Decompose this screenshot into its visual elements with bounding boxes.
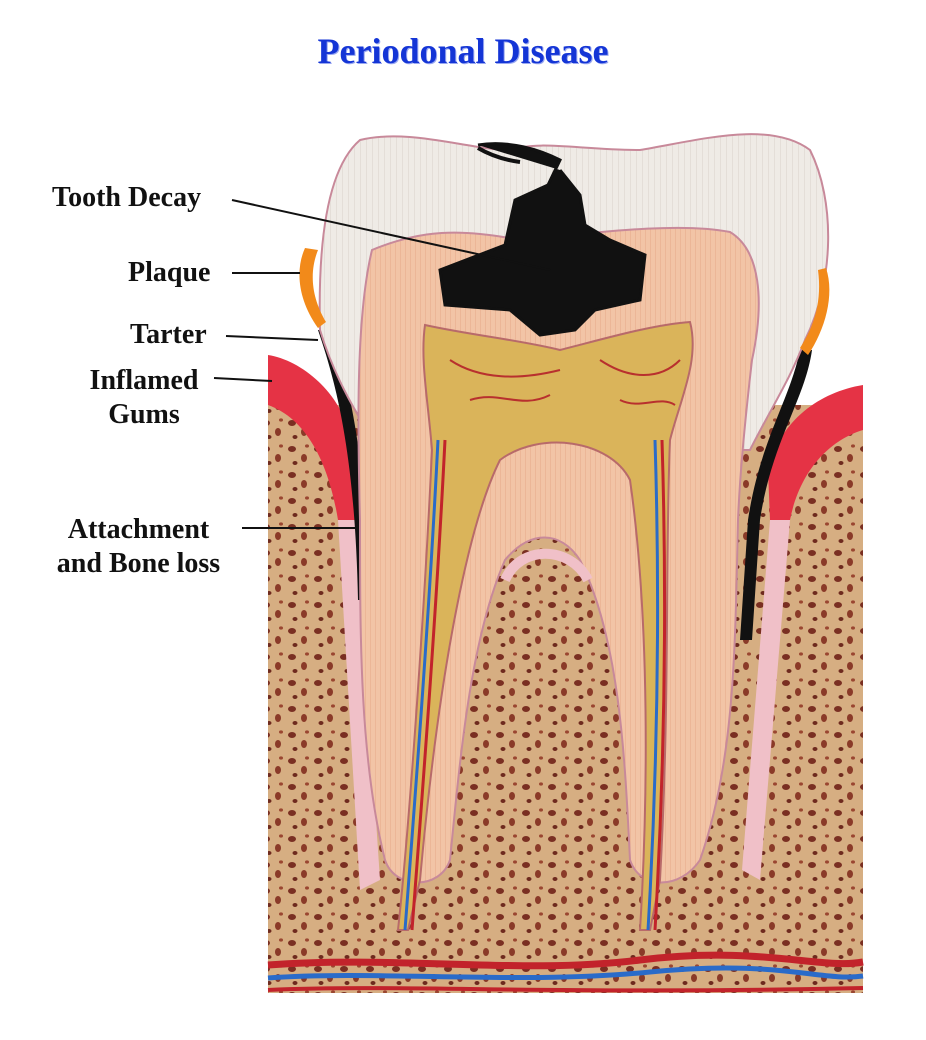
- label-plaque: Plaque: [128, 257, 211, 288]
- inter-root-bone: [460, 570, 618, 880]
- label-attachment-line2: and Bone loss: [56, 548, 221, 579]
- label-inflamed-gums-line1: Inflamed: [89, 365, 199, 396]
- leader-tooth-decay: [231, 199, 551, 271]
- label-attachment-bone-loss: Attachment and Bone loss: [36, 513, 241, 581]
- label-inflamed-gums: Inflamed Gums: [74, 364, 214, 432]
- decay-cavity: [438, 142, 647, 337]
- label-tooth-decay: Tooth Decay: [52, 182, 202, 213]
- label-attachment-line1: Attachment: [67, 514, 210, 545]
- label-tarter: Tarter: [130, 319, 207, 350]
- left-ligament: [338, 520, 380, 890]
- pulp-nerves: [449, 359, 681, 406]
- tarter-deposit: [318, 330, 368, 600]
- plaque-left: [299, 248, 326, 328]
- label-inflamed-gums-line2: Gums: [108, 399, 180, 430]
- pulp: [396, 320, 694, 931]
- left-gum: [268, 355, 356, 520]
- base-blood-vessels: [267, 951, 864, 970]
- leader-tarter: [225, 335, 319, 341]
- right-ligament: [742, 520, 790, 880]
- right-gum: [768, 385, 863, 520]
- plaque-right: [800, 268, 830, 355]
- leader-inflamed-gums: [213, 377, 273, 382]
- diagram-title: Periodonal Disease: [317, 31, 609, 71]
